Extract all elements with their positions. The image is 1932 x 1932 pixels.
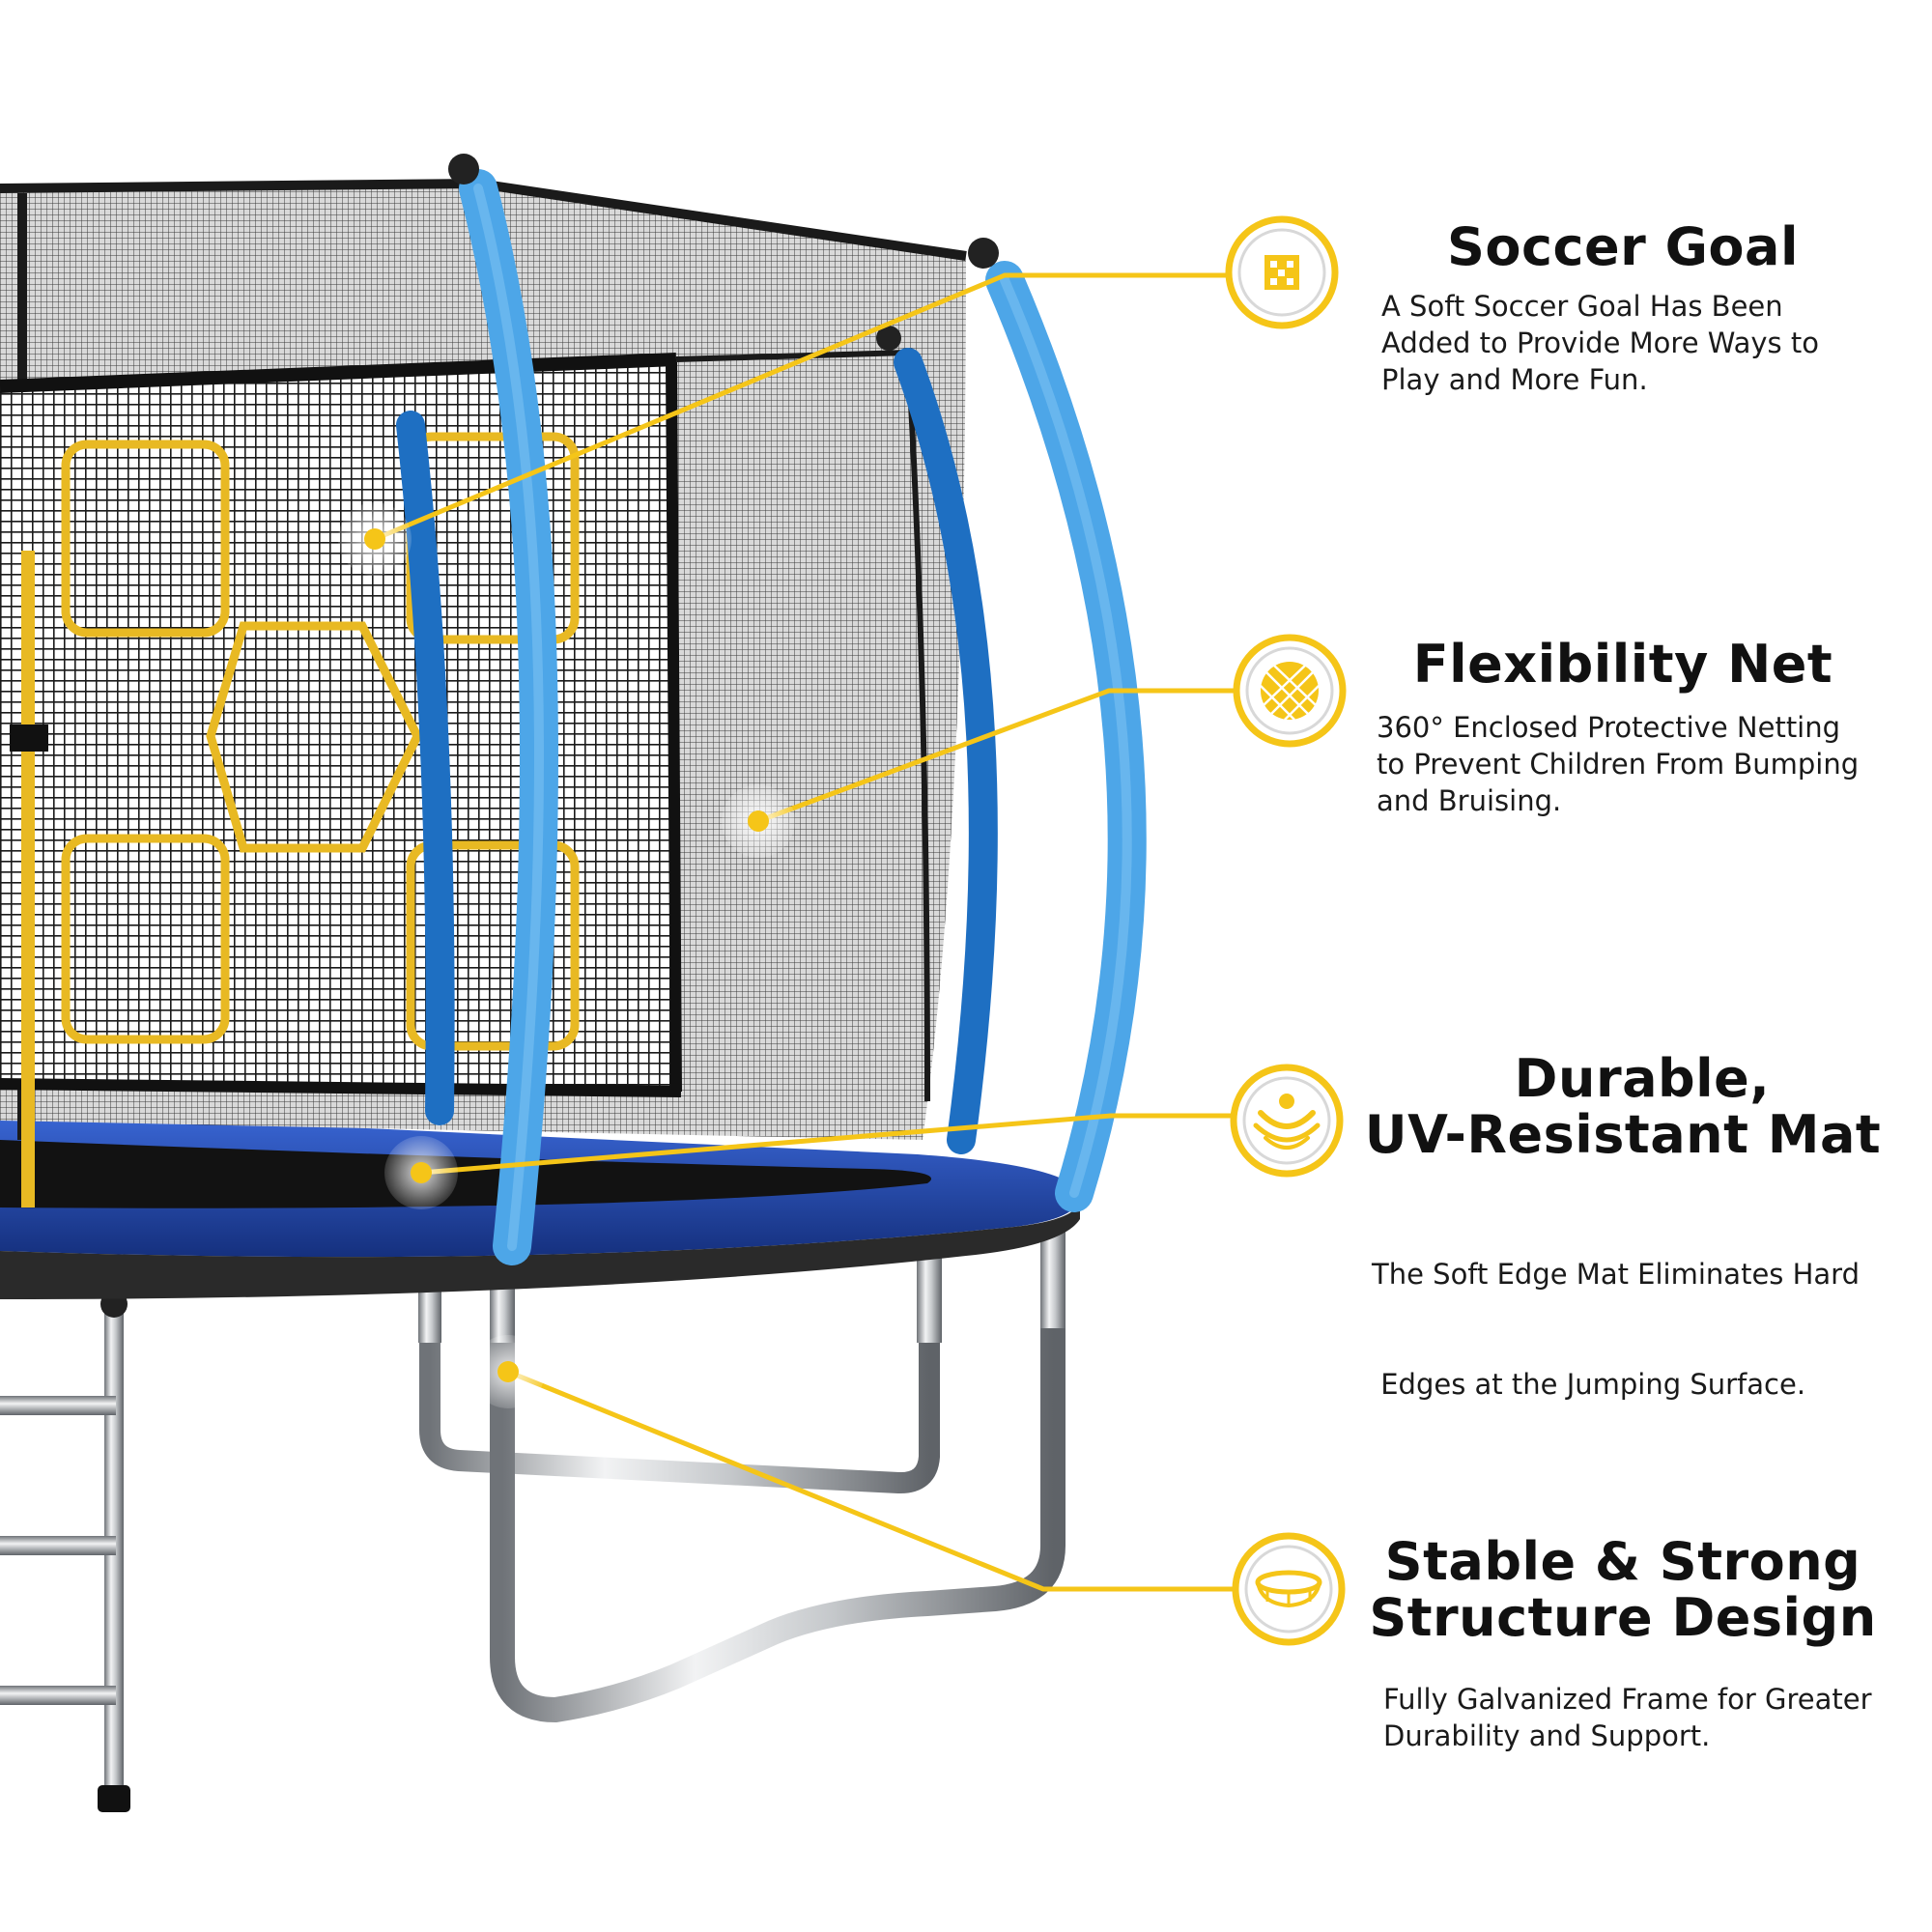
trampoline-mat bbox=[0, 1111, 1081, 1299]
callout-lines bbox=[374, 272, 1236, 1592]
frame-icon bbox=[1232, 1532, 1346, 1646]
feature-structure: Stable & Strong Structure Design Fully G… bbox=[1333, 1534, 1913, 1754]
feature-uv-mat: Durable, UV-Resistant Mat The Soft Edge … bbox=[1333, 1051, 1913, 1476]
feature-description: Fully Galvanized Frame for Greater Durab… bbox=[1383, 1683, 1872, 1752]
soccer-goal-icon bbox=[1225, 215, 1339, 329]
soccer-goal-net bbox=[0, 349, 930, 1208]
feature-title: Soccer Goal bbox=[1447, 216, 1799, 277]
mat-bounce-icon bbox=[1230, 1064, 1344, 1178]
feature-description: A Soft Soccer Goal Has Been Added to Pro… bbox=[1381, 290, 1819, 396]
net-icon bbox=[1233, 634, 1347, 748]
feature-title: Flexibility Net bbox=[1412, 634, 1833, 695]
feature-soccer-goal: Soccer Goal A Soft Soccer Goal Has Been … bbox=[1333, 220, 1913, 398]
feature-description: 360° Enclosed Protective Netting to Prev… bbox=[1377, 711, 1860, 817]
ladder bbox=[0, 1291, 130, 1812]
callout-dots bbox=[338, 502, 795, 1408]
enclosure-poles bbox=[396, 154, 1147, 1265]
goal-targets bbox=[61, 432, 580, 1051]
feature-description: The Soft Edge Mat Eliminates Hard Edges … bbox=[1372, 1258, 1861, 1401]
feature-flexibility-net: Flexibility Net 360° Enclosed Protective… bbox=[1333, 638, 1913, 819]
feature-title: Stable & Strong Structure Design bbox=[1369, 1531, 1877, 1648]
steel-frame bbox=[0, 1227, 1065, 1812]
feature-title: Durable, UV-Resistant Mat bbox=[1364, 1048, 1882, 1165]
